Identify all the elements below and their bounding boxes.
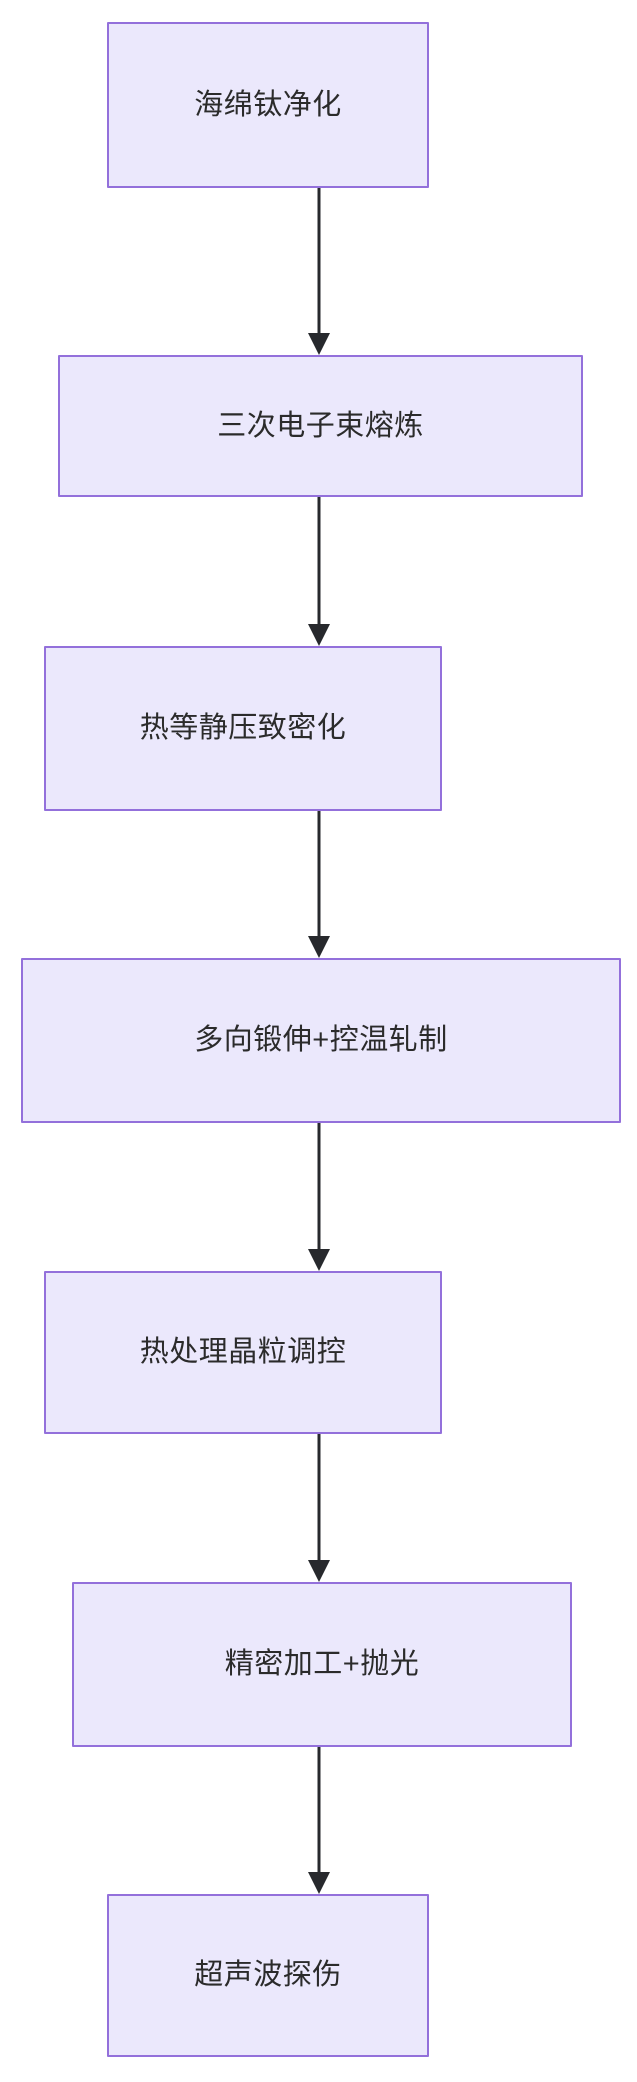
- flow-node-label: 热处理晶粒调控: [139, 1336, 347, 1369]
- edge-n6-n7: [308, 1747, 330, 1894]
- flow-node-label: 热等静压致密化: [139, 712, 347, 745]
- flow-node-label: 三次电子束熔炼: [217, 409, 424, 442]
- edge-n4-n5: [308, 1123, 330, 1271]
- flow-node-label: 海绵钛净化: [194, 88, 342, 121]
- edge-n5-n6: [308, 1434, 330, 1582]
- flow-node-ultrasonic-testing[interactable]: 超声波探伤: [107, 1894, 429, 2057]
- flow-node-hot-isostatic-pressing[interactable]: 热等静压致密化: [44, 646, 442, 811]
- flow-node-triple-electron-beam-melting[interactable]: 三次电子束熔炼: [58, 355, 583, 497]
- flow-node-sponge-titanium-purification[interactable]: 海绵钛净化: [107, 22, 429, 188]
- edge-n3-n4: [308, 811, 330, 958]
- flow-node-label: 精密加工+抛光: [224, 1648, 420, 1681]
- flow-node-multidirectional-forging-rolling[interactable]: 多向锻伸+控温轧制: [21, 958, 621, 1123]
- flow-node-label: 多向锻伸+控温轧制: [194, 1024, 448, 1057]
- edge-n1-n2: [308, 188, 330, 355]
- flow-node-label: 超声波探伤: [194, 1959, 342, 1992]
- edge-n2-n3: [308, 497, 330, 646]
- flow-node-precision-machining-polishing[interactable]: 精密加工+抛光: [72, 1582, 572, 1747]
- flow-node-heat-treatment-grain-control[interactable]: 热处理晶粒调控: [44, 1271, 442, 1434]
